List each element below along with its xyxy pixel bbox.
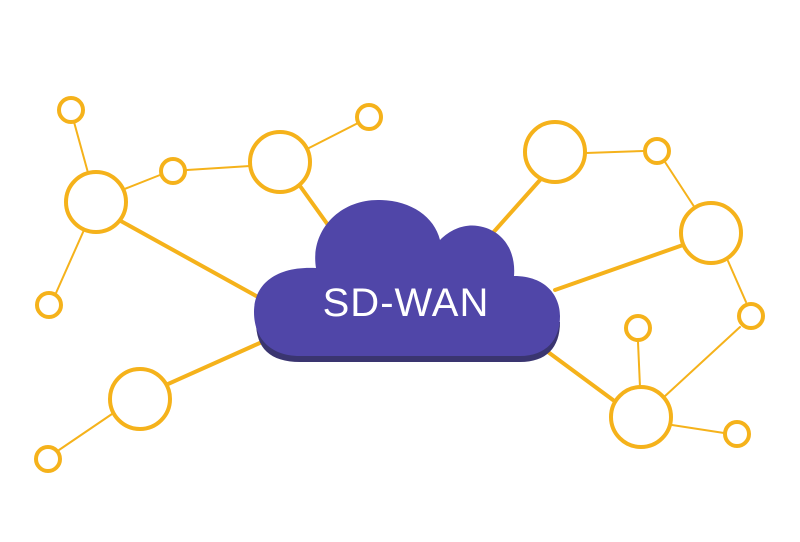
link [727, 260, 747, 303]
node-small [643, 137, 671, 165]
link [663, 326, 741, 398]
node-small [723, 420, 751, 448]
node-large [108, 367, 172, 431]
node-large [64, 170, 128, 234]
link [637, 341, 641, 388]
sd-wan-cloud: SD-WAN [254, 200, 560, 362]
link [117, 218, 260, 299]
link [546, 350, 615, 402]
node-small [35, 291, 63, 319]
node-small [57, 96, 85, 124]
link [55, 229, 85, 294]
node-large [523, 120, 587, 184]
node-large [679, 201, 743, 265]
node-small [34, 445, 62, 473]
network-nodes [34, 96, 765, 473]
link [186, 165, 251, 171]
cloud-label: SD-WAN [323, 281, 490, 325]
node-small [737, 302, 765, 330]
link [553, 243, 685, 292]
link [298, 184, 330, 227]
node-small [624, 314, 652, 342]
link [671, 424, 725, 434]
link [166, 340, 264, 386]
link [58, 413, 113, 451]
link [489, 178, 542, 237]
cloud-body [254, 200, 560, 356]
link [585, 150, 645, 154]
node-small [355, 103, 383, 131]
node-large [609, 385, 673, 449]
node-large [248, 130, 312, 194]
link [306, 121, 361, 150]
node-small [159, 157, 187, 185]
network-links [55, 110, 747, 451]
link [664, 161, 696, 209]
link [121, 174, 161, 191]
